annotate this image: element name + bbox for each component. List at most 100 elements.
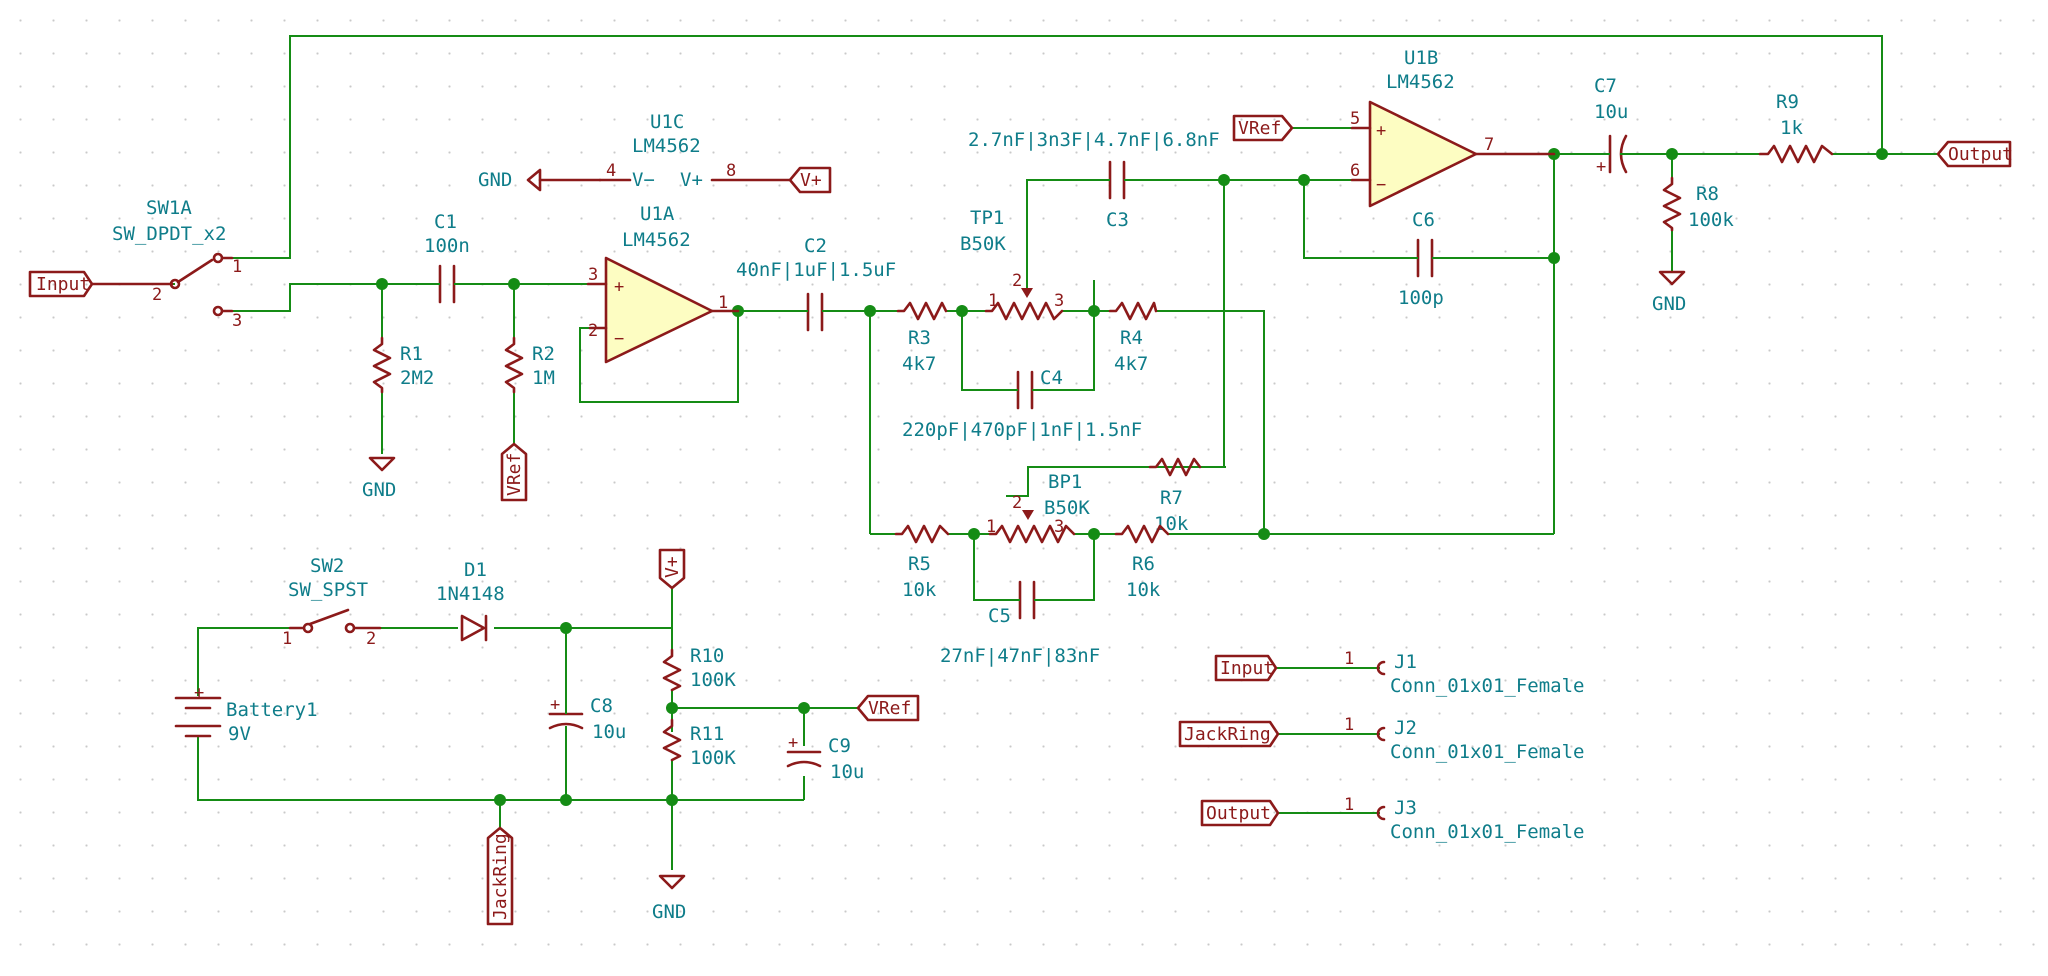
svg-text:R1: R1 [400,343,423,365]
svg-text:8: 8 [726,161,736,181]
svg-text:10u: 10u [830,761,864,783]
c8-capacitor: + C8 10u [548,692,626,748]
svg-text:−: − [614,329,624,349]
c1-capacitor: C1 100n [424,211,470,304]
u1c-power: U1C LM4562 4 V− V+ 8 [598,111,792,191]
svg-text:B50K: B50K [1044,497,1090,519]
svg-text:JackRing: JackRing [1184,724,1271,745]
svg-text:V+: V+ [800,170,822,191]
svg-text:C3: C3 [1106,209,1129,231]
svg-text:10k: 10k [1126,579,1161,601]
svg-text:C4: C4 [1040,367,1063,389]
svg-text:C1: C1 [434,211,457,233]
c6-capacitor: C6 100p [1398,209,1450,309]
svg-text:3: 3 [232,311,242,331]
svg-text:2: 2 [366,629,376,649]
u1a-opamp: + − 3 2 1 U1A LM4562 [586,203,740,364]
sw2-switch: 1 2 SW2 SW_SPST [282,555,382,649]
svg-text:1: 1 [986,517,996,537]
svg-text:9V: 9V [228,723,251,745]
svg-text:3: 3 [1054,517,1064,537]
svg-text:B50K: B50K [960,233,1006,255]
label-vref-r2: VRef [500,442,528,502]
label-input-j1: Input [1214,654,1278,682]
j3-connector: 1 J3 Conn_01x01_Female [1344,795,1584,843]
svg-text:GND: GND [652,901,686,923]
svg-text:TP1: TP1 [970,207,1004,229]
label-jackring-j2: JackRing [1178,720,1280,748]
svg-text:VRef: VRef [868,698,911,719]
gnd-r1: GND [362,456,396,501]
svg-text:J2: J2 [1394,717,1417,739]
svg-text:U1B: U1B [1404,47,1438,69]
svg-text:7: 7 [1484,135,1494,155]
svg-text:R4: R4 [1120,327,1143,349]
svg-text:R3: R3 [908,327,931,349]
svg-text:100K: 100K [690,747,736,769]
svg-text:2: 2 [152,285,162,305]
svg-text:R8: R8 [1696,183,1719,205]
svg-text:JackRing: JackRing [490,833,511,920]
r4-resistor: R4 4k7 [1108,301,1158,375]
svg-text:GND: GND [362,479,396,501]
label-output: Output [1936,140,2013,168]
svg-text:1M: 1M [532,367,555,389]
label-output-j3: Output [1200,799,1280,827]
r1-resistor: R1 2M2 [372,336,434,394]
svg-text:LM4562: LM4562 [632,135,701,157]
r9-resistor: R9 1k [1758,91,1834,164]
svg-text:D1: D1 [464,559,487,581]
svg-text:R9: R9 [1776,91,1799,113]
label-vref-top: VRef [1232,114,1294,142]
svg-text:27nF|47nF|83nF: 27nF|47nF|83nF [940,645,1100,667]
svg-text:4k7: 4k7 [902,353,936,375]
svg-text:1: 1 [1344,715,1354,735]
svg-text:BP1: BP1 [1048,471,1082,493]
r2-resistor: R2 1M [504,336,555,394]
svg-text:SW_DPDT_x2: SW_DPDT_x2 [112,223,226,245]
label-input-text: Input [36,274,90,295]
tp1-potentiometer: 2 1 3 TP1 B50K [960,207,1064,321]
svg-text:C8: C8 [590,695,613,717]
svg-text:R2: R2 [532,343,555,365]
svg-text:C7: C7 [1594,75,1617,97]
svg-text:10u: 10u [592,721,626,743]
j1-connector: 1 J1 Conn_01x01_Female [1344,649,1584,697]
r11-resistor: R11 100K [662,718,736,769]
battery1: + Battery1 9V [174,683,318,745]
svg-text:R10: R10 [690,645,724,667]
sw1a-switch: 2 1 3 SW1A SW_DPDT_x2 [90,197,242,331]
svg-text:2.7nF|3n3F|4.7nF|6.8nF: 2.7nF|3n3F|4.7nF|6.8nF [968,129,1220,151]
svg-text:6: 6 [1350,161,1360,181]
svg-text:J1: J1 [1394,651,1417,673]
svg-text:V+: V+ [662,556,683,578]
svg-text:100k: 100k [1688,209,1734,231]
r5-resistor: R5 10k [894,524,950,601]
svg-text:10k: 10k [1154,513,1189,535]
svg-text:1: 1 [718,293,728,313]
svg-text:1N4148: 1N4148 [436,583,505,605]
svg-text:+: + [614,277,624,297]
svg-text:+: + [1596,157,1606,177]
c4-capacitor: C4 220pF|470pF|1nF|1.5nF [902,367,1142,441]
svg-text:2M2: 2M2 [400,367,434,389]
c5-capacitor: C5 27nF|47nF|83nF [940,580,1100,667]
svg-text:+: + [550,695,560,715]
svg-text:1: 1 [232,257,242,277]
r6-resistor: R6 10k [1114,524,1170,601]
svg-text:R11: R11 [690,723,724,745]
c9-capacitor: + C9 10u [786,733,864,783]
svg-text:R6: R6 [1132,553,1155,575]
svg-text:SW1A: SW1A [146,197,192,219]
label-vplus-u1c: V+ [788,166,832,194]
svg-text:GND: GND [478,169,512,191]
svg-text:5: 5 [1350,109,1360,129]
svg-text:10k: 10k [902,579,937,601]
svg-text:GND: GND [1652,293,1686,315]
r8-resistor: R8 100k [1662,176,1734,232]
d1-diode: D1 1N4148 [436,559,505,642]
svg-text:2: 2 [588,321,598,341]
c2-capacitor: C2 40nF|1uF|1.5uF [736,235,896,332]
svg-text:U1C: U1C [650,111,684,133]
